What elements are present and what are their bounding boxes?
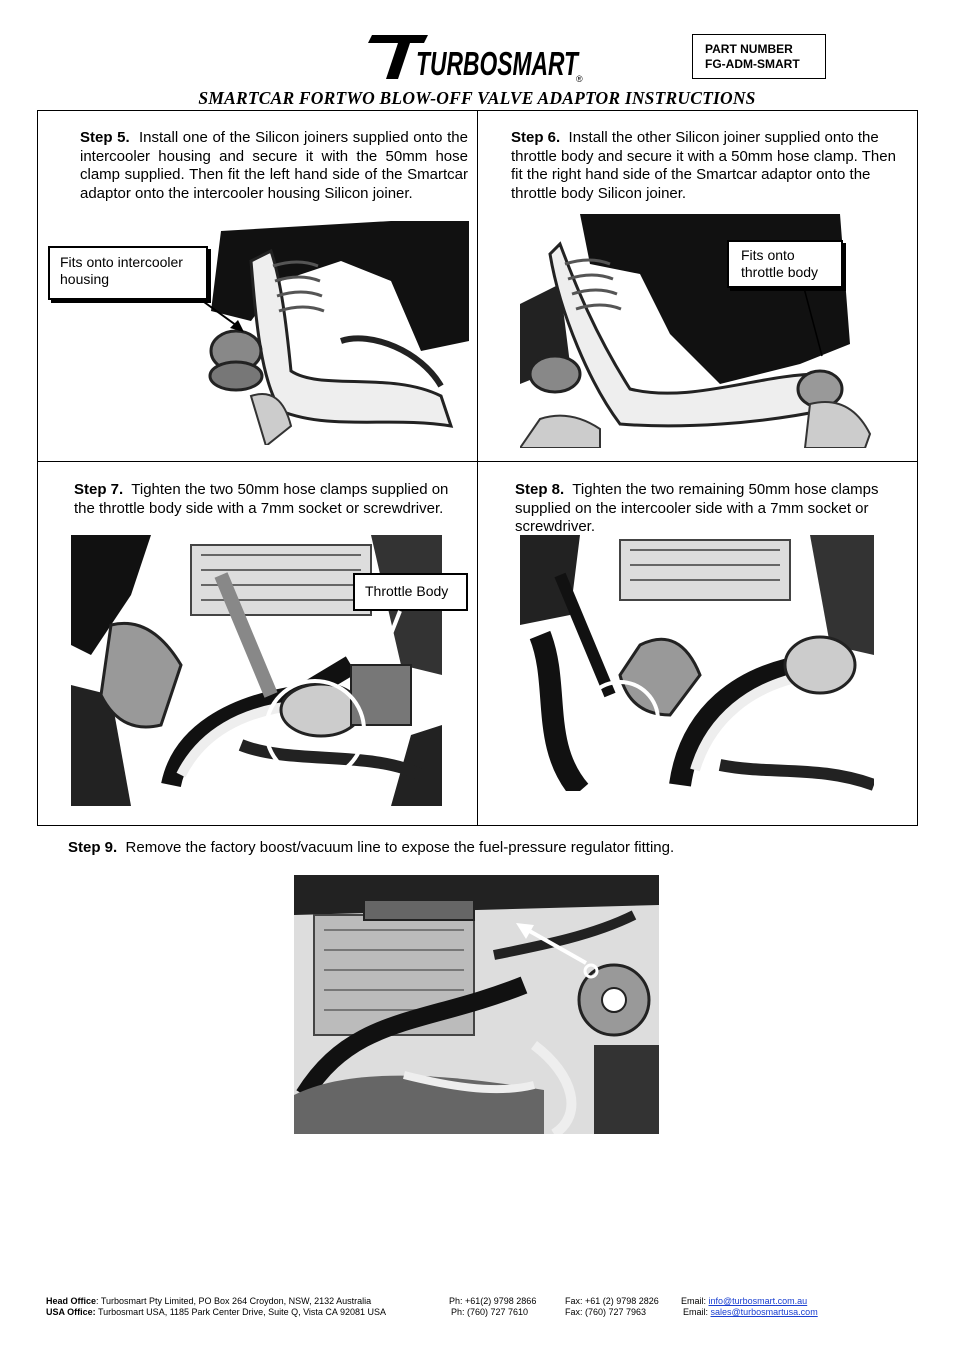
footer-head-label: Head Office bbox=[46, 1296, 97, 1306]
step-9-label: Step 9. bbox=[68, 839, 118, 856]
step-9-photo bbox=[294, 875, 659, 1134]
step-7-arrow bbox=[376, 610, 402, 663]
step-8-body: Tighten the two remaining 50mm hose clam… bbox=[515, 481, 879, 535]
footer-usa-fax: Fax: (760) 727 7963 bbox=[565, 1307, 647, 1317]
footer: Head Office: Turbosmart Pty Limited, PO … bbox=[46, 1296, 926, 1318]
step-7-body: Tighten the two 50mm hose clamps supplie… bbox=[74, 481, 449, 517]
footer-usa-label: USA Office: bbox=[46, 1307, 96, 1317]
step-5-body: Install one of the Silicon joiners suppl… bbox=[80, 129, 468, 202]
document-title: SMARTCAR FORTWO BLOW-OFF VALVE ADAPTOR I… bbox=[198, 88, 756, 108]
logo-wordmark: TURBOSMART bbox=[416, 45, 580, 82]
footer-usa-email-link[interactable]: sales@turbosmartusa.com bbox=[710, 1307, 818, 1317]
part-number-box: PART NUMBER FG-ADM-SMART bbox=[692, 34, 826, 79]
step-6-arrow bbox=[803, 287, 823, 357]
step-5-text: Step 5. Install one of the Silicon joine… bbox=[80, 129, 468, 203]
footer-usa-email-label: Email: bbox=[683, 1307, 711, 1317]
step-5-photo bbox=[191, 221, 469, 445]
step-8-label: Step 8. bbox=[515, 481, 565, 498]
step-6-label: Step 6. bbox=[511, 129, 561, 146]
step-7-label: Step 7. bbox=[74, 481, 124, 498]
step-7-photo bbox=[71, 535, 442, 806]
step-9-text: Step 9. Remove the factory boost/vacuum … bbox=[68, 839, 828, 858]
step-5-arrow bbox=[203, 301, 244, 332]
step-5-label: Step 5. bbox=[80, 129, 130, 146]
part-number-value: FG-ADM-SMART bbox=[705, 57, 800, 71]
grid-divider-horizontal bbox=[37, 461, 918, 462]
logo-registered-mark: ® bbox=[576, 74, 583, 83]
step-5-callout: Fits onto intercooler housing bbox=[48, 246, 208, 300]
footer-head-address: : Turbosmart Pty Limited, PO Box 264 Cro… bbox=[96, 1296, 372, 1306]
footer-head-phone: Ph: +61(2) 9798 2866 bbox=[449, 1296, 537, 1306]
step-7-callout: Throttle Body bbox=[353, 573, 468, 611]
footer-head-fax: Fax: +61 (2) 9798 2826 bbox=[565, 1296, 659, 1306]
footer-usa-office: USA Office: Turbosmart USA, 1185 Park Ce… bbox=[46, 1307, 926, 1318]
footer-head-office: Head Office: Turbosmart Pty Limited, PO … bbox=[46, 1296, 926, 1307]
step-9-body: Remove the factory boost/vacuum line to … bbox=[125, 839, 675, 856]
step-6-text: Step 6. Install the other Silicon joiner… bbox=[511, 129, 911, 203]
turbosmart-logo: TURBOSMART ® bbox=[368, 33, 588, 84]
step-7-text: Step 7. Tighten the two 50mm hose clamps… bbox=[74, 481, 464, 518]
footer-usa-phone: Ph: (760) 727 7610 bbox=[451, 1307, 529, 1317]
step-6-body: Install the other Silicon joiner supplie… bbox=[511, 129, 896, 202]
step-8-photo bbox=[520, 535, 874, 791]
grid-divider-vertical bbox=[477, 110, 478, 826]
footer-head-email-link[interactable]: info@turbosmart.com.au bbox=[708, 1296, 808, 1306]
footer-usa-address: Turbosmart USA, 1185 Park Center Drive, … bbox=[95, 1307, 386, 1317]
step-6-callout: Fits onto throttle body bbox=[727, 240, 843, 288]
step-8-text: Step 8. Tighten the two remaining 50mm h… bbox=[515, 481, 910, 537]
part-number-label: PART NUMBER bbox=[705, 42, 793, 56]
footer-head-email-label: Email: bbox=[681, 1296, 709, 1306]
